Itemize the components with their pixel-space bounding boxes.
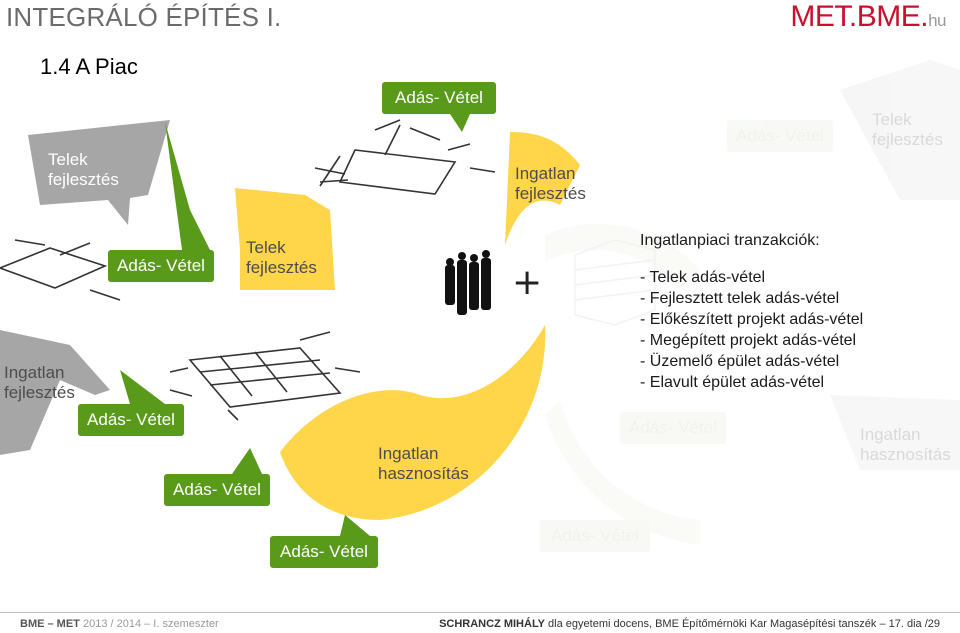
transaction-item: - Előkészített projekt adás-vétel	[640, 311, 864, 328]
grey-bubble-telek	[28, 120, 170, 225]
label-ingatlan-fejlesztes-top: Ingatlan fejlesztés	[515, 164, 586, 203]
label-adas-vetel-bottom: Adás- Vétel	[280, 542, 368, 561]
met-bme-logo[interactable]: MET.BME.hu	[790, 0, 946, 34]
label-adas-vetel-top: Adás- Vétel	[395, 88, 483, 107]
footer-right-bold: SCHRANCZ MIHÁLY	[439, 618, 545, 630]
transaction-item: - Elavult épület adás-vétel	[640, 374, 825, 391]
yellow-arrow-telek	[235, 188, 335, 290]
transaction-item: - Telek adás-vétel	[640, 269, 766, 286]
green-spike	[108, 122, 212, 280]
green-box-adas-vetel-bottom-left	[164, 474, 270, 506]
green-box-adas-vetel-left-low	[78, 404, 184, 436]
transaction-item: - Üzemelő épület adás-vétel	[640, 353, 840, 370]
footer-right-rest: dla egyetemi docens, BME Építőmérnöki Ka…	[545, 618, 940, 630]
footer-left: BME – MET 2013 / 2014 – I. szemeszter	[20, 618, 219, 630]
transactions-list: - Telek adás-vétel - Fejlesztett telek a…	[640, 267, 863, 393]
label-adas-vetel-bottom-left: Adás- Vétel	[173, 480, 261, 499]
label-adas-vetel-mid-left: Adás- Vétel	[117, 256, 205, 275]
label-faint-adas-vetel-bottom: Adás- Vétel	[551, 526, 639, 545]
transaction-item: - Fejlesztett telek adás-vétel	[640, 290, 840, 307]
grey-bubble-ingatlan-left	[0, 330, 110, 455]
footer-left-rest: 2013 / 2014 – I. szemeszter	[79, 618, 219, 630]
logo-suffix: hu	[928, 11, 946, 30]
label-faint-ingatlan-hasznositas: Ingatlan hasznosítás	[860, 425, 951, 464]
logo-main: MET.BME.	[790, 0, 929, 33]
label-faint-adas-vetel-mid: Adás- Vétel	[629, 418, 717, 437]
label-telek-fejlesztes-grey: Telek fejlesztés	[48, 150, 119, 189]
transaction-item: - Megépített projekt adás-vétel	[640, 332, 857, 349]
green-box-adas-vetel-bottom	[270, 536, 378, 568]
faint-background-shapes	[540, 60, 960, 552]
page-header-title: INTEGRÁLÓ ÉPÍTÉS I.	[6, 2, 282, 32]
label-telek-fejlesztes-yellow: Telek fejlesztés	[246, 238, 317, 277]
plus-sign: +	[512, 262, 543, 303]
green-box-adas-vetel-top	[382, 82, 496, 114]
yellow-arc-top	[505, 132, 580, 245]
plot-sketch-left	[0, 239, 121, 301]
footer-divider	[0, 612, 960, 613]
footer-right: SCHRANCZ MIHÁLY dla egyetemi docens, BME…	[439, 618, 940, 630]
plot-sketch-top	[314, 119, 496, 195]
label-ingatlan-hasznositas: Ingatlan hasznosítás	[378, 444, 469, 483]
label-faint-telek-fejlesztes-tr: Telek fejlesztés	[872, 110, 943, 149]
footer-left-bold: BME – MET	[20, 618, 80, 630]
plot-sketch-center	[169, 331, 361, 421]
transactions-title: Ingatlanpiaci tranzakciók:	[640, 232, 820, 249]
people-icon	[445, 250, 491, 315]
label-ingatlan-fejlesztes-left: Ingatlan fejlesztés	[4, 363, 75, 402]
green-box-adas-vetel-mid-left	[108, 250, 214, 282]
label-faint-adas-vetel-tr: Adás- Vétel	[736, 126, 824, 145]
section-title: 1.4 A Piac	[40, 54, 138, 79]
yellow-arc-bottom	[280, 325, 546, 520]
label-adas-vetel-left-low: Adás- Vétel	[87, 410, 175, 429]
